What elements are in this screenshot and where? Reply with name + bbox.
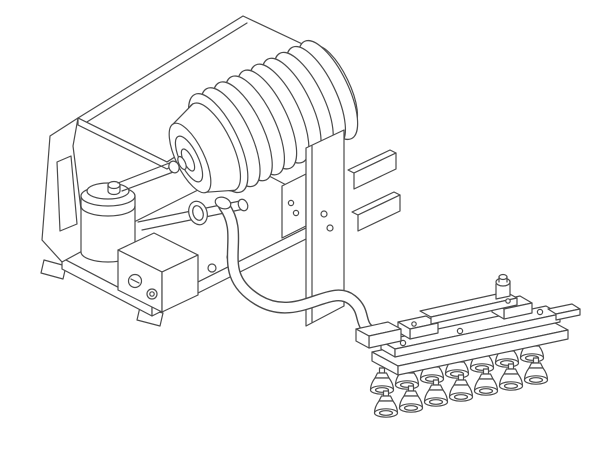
bolt [536, 308, 544, 316]
cover-fold-line [81, 22, 248, 126]
motor-bracket-plate [281, 173, 307, 239]
suction-cup [398, 385, 424, 413]
hose-port-bore [149, 291, 155, 297]
bracket-hole [287, 199, 295, 207]
lid-fitting-top [107, 180, 121, 190]
bolt [399, 339, 407, 347]
suction-cup [423, 379, 449, 407]
suction-cup [448, 374, 474, 402]
suction-cup [473, 368, 499, 396]
tab-front [357, 194, 401, 232]
plate-face [305, 129, 345, 327]
control-box [117, 232, 199, 313]
knob-slot [130, 278, 140, 284]
suction-pipe [117, 161, 177, 192]
hose-bore [219, 201, 381, 339]
motor-nose-edges [172, 103, 236, 193]
shaft-coupling [168, 160, 180, 174]
suction-cup [369, 367, 395, 395]
motor-nose-band [173, 103, 236, 193]
tab-front [353, 152, 397, 190]
reservoir-canister [80, 160, 180, 263]
rail-front-face [394, 313, 561, 358]
bolt [456, 327, 464, 335]
plate-hole [326, 224, 334, 232]
hose-fitting-block [355, 321, 402, 349]
suction-gripper [355, 273, 581, 418]
mounting-plate [305, 129, 345, 327]
foot-left [40, 259, 67, 280]
hose-start-fitting [214, 196, 232, 210]
base-bolt [207, 263, 217, 273]
motor-face [168, 122, 212, 194]
suction-cup [373, 390, 399, 418]
rod-eye-hole [192, 205, 204, 221]
bracket-tabs [347, 149, 401, 232]
box-right-face [161, 254, 199, 313]
top-manifold [419, 291, 518, 325]
clamp-block-left [397, 315, 439, 340]
left-frame-cutout [56, 155, 78, 232]
canister-rim-line [80, 205, 136, 217]
plate-hole [320, 210, 328, 218]
vacuum-hose [214, 196, 382, 340]
rod-end-cap [237, 198, 249, 212]
left-frame [41, 117, 87, 263]
plate-front-face [397, 329, 569, 376]
elbow-port [495, 273, 511, 300]
bolt [411, 321, 417, 327]
motor-shaft [177, 155, 187, 171]
bracket-hole [292, 209, 300, 217]
rail-end-bar [547, 303, 581, 321]
elbow-cap [498, 273, 508, 281]
suction-cup [498, 363, 524, 391]
finned-motor [168, 40, 359, 194]
bolt [505, 298, 511, 304]
top-cover [77, 15, 333, 170]
gripper-bolts [399, 298, 544, 347]
bracket-face [281, 173, 307, 239]
